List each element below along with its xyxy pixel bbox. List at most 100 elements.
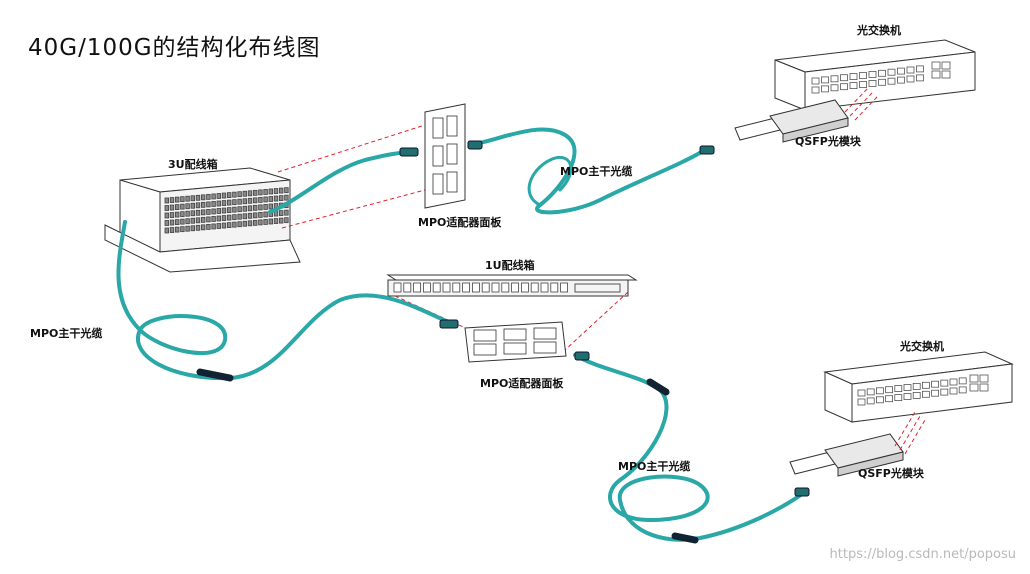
box-port: [258, 219, 263, 226]
mpo-port: [503, 342, 527, 355]
box-port: [226, 214, 232, 221]
switch-port: [821, 85, 829, 93]
switch-port: [916, 65, 924, 73]
patch-port: [403, 282, 412, 293]
box-port: [252, 204, 258, 211]
switch-port: [894, 394, 903, 402]
switch-port: [979, 374, 989, 383]
switch-port: [903, 393, 912, 400]
box-port: [164, 212, 169, 219]
box-port: [284, 217, 289, 224]
box-port: [185, 203, 190, 210]
mpo-adapter-panel-mid: [464, 321, 567, 363]
switch-port: [868, 71, 877, 78]
box-port: [164, 227, 169, 234]
box-port: [211, 201, 216, 207]
mpo-port: [432, 117, 444, 139]
box-port: [268, 203, 273, 210]
box-port: [242, 220, 247, 227]
patch-port: [540, 282, 549, 293]
switch-port: [887, 77, 896, 85]
box-port: [206, 216, 211, 223]
box-port: [252, 197, 258, 204]
mpo-port: [446, 143, 458, 165]
switch-port: [859, 81, 867, 88]
switch-port: [940, 379, 949, 387]
box-port: [221, 200, 227, 206]
label-trunk-top: MPO主干光缆: [560, 165, 633, 178]
box-port: [169, 212, 175, 218]
mpo-port: [432, 173, 444, 195]
patch-port: [471, 282, 480, 293]
box-port: [200, 216, 206, 223]
box-port: [169, 227, 175, 233]
box-port: [232, 214, 237, 221]
switch-port: [876, 396, 884, 404]
box-port: [169, 204, 175, 211]
switch-port: [931, 70, 941, 79]
page-title: 40G/100G的结构化布线图: [28, 35, 321, 61]
box-port: [247, 190, 253, 197]
patch-port: [481, 282, 490, 293]
box-port: [195, 209, 201, 216]
switch-port: [821, 76, 829, 84]
guide-lines-1u: [394, 291, 629, 351]
box-port: [185, 218, 190, 225]
box-port: [232, 206, 237, 213]
box-port: [232, 191, 237, 198]
optical-switch-bottom: [823, 351, 1014, 423]
box-port: [226, 192, 232, 199]
box-port: [263, 219, 268, 225]
switch-port: [811, 86, 820, 94]
box-port: [273, 188, 279, 194]
patch-port: [452, 282, 461, 293]
switch-port: [931, 380, 939, 388]
box-port: [190, 210, 195, 217]
box-port: [164, 197, 169, 204]
switch-port: [868, 80, 877, 87]
box-port: [185, 195, 190, 202]
switch-port: [916, 74, 924, 82]
box-port: [174, 226, 180, 233]
switch-port: [940, 388, 949, 396]
box-port: [247, 205, 253, 212]
distribution-box-3u: [104, 167, 301, 273]
box-port: [242, 205, 247, 212]
switch-port: [849, 82, 858, 89]
box-port: [216, 208, 221, 214]
box-port: [252, 189, 258, 196]
label-box-1u: 1U配线箱: [485, 259, 535, 272]
switch-port: [830, 75, 839, 83]
box-port: [206, 208, 211, 215]
box-port: [180, 211, 185, 218]
switch-port: [931, 389, 939, 397]
switch-port: [912, 391, 921, 399]
switch-port: [887, 68, 896, 76]
switch-port: [906, 66, 915, 74]
box-port: [200, 209, 206, 216]
fiber-cables: [116, 127, 807, 544]
box-port: [278, 195, 284, 202]
box-port: [185, 210, 190, 217]
patch-port: [442, 282, 451, 293]
box-port: [164, 205, 169, 211]
box-port: [247, 220, 253, 227]
box-port: [211, 223, 216, 230]
patch-port: [521, 282, 529, 293]
patch-port: [501, 282, 510, 293]
box-port: [232, 199, 237, 206]
guide-lines-3u: [277, 124, 426, 229]
switch-port: [897, 67, 905, 75]
box-port: [278, 217, 284, 224]
patch-port: [530, 282, 539, 293]
box-port: [216, 193, 221, 199]
box-port: [258, 211, 263, 218]
switch-port: [949, 387, 958, 395]
box-port: [226, 199, 232, 206]
box-port: [180, 196, 185, 203]
box-port: [268, 218, 273, 225]
switch-port: [859, 72, 867, 79]
box-port: [263, 189, 268, 195]
box-port: [195, 224, 201, 231]
box-port: [247, 212, 253, 219]
